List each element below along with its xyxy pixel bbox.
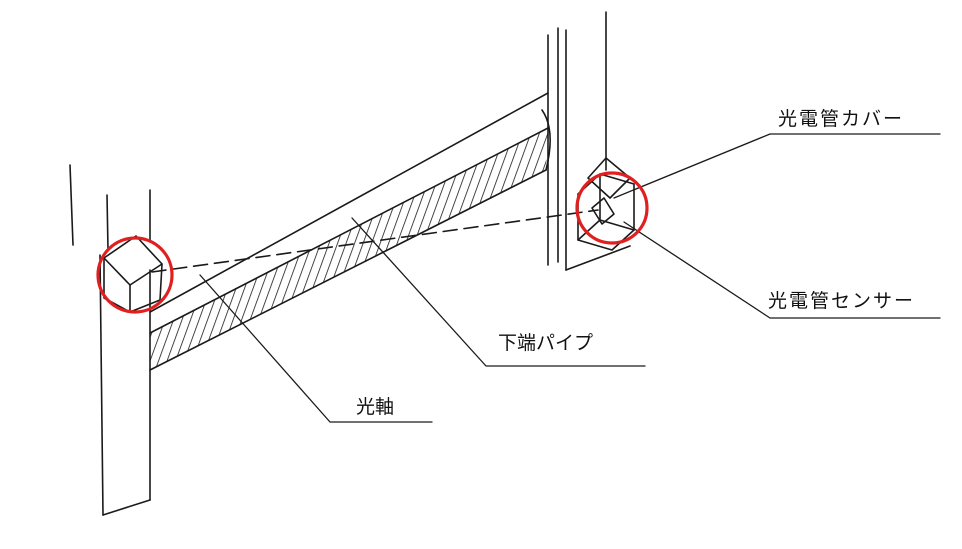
leader-pipe [351, 217, 646, 367]
left-post [69, 164, 151, 516]
label-photocell-cover: 光電管カバー [778, 108, 905, 130]
highlight-circle-left [96, 236, 174, 314]
leader-cover [613, 133, 941, 199]
right-post [547, 11, 631, 271]
label-optical-axis: 光軸 [356, 396, 395, 418]
leader-lines [199, 133, 941, 423]
label-bottom-pipe: 下端パイプ [498, 332, 594, 354]
highlight-circle-right [575, 171, 649, 245]
right-sensor-box [577, 157, 635, 251]
leader-axis [199, 274, 433, 423]
leader-sensor [623, 221, 941, 319]
label-photocell-sensor: 光電管センサー [768, 290, 916, 312]
bottom-pipe [149, 92, 551, 371]
optical-axis-line [151, 209, 599, 273]
left-sensor-box [103, 235, 163, 313]
